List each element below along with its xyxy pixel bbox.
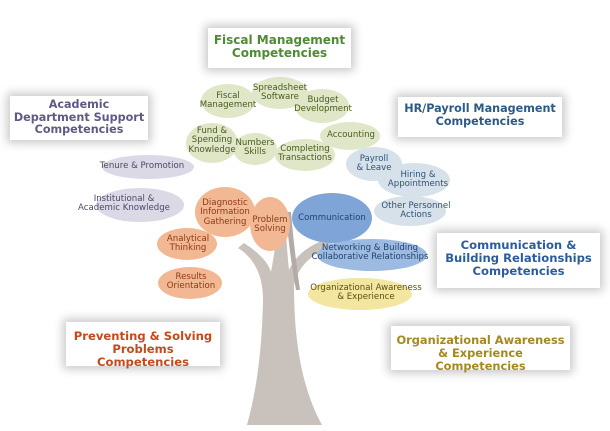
callout-fiscal: Fiscal Management Competencies bbox=[208, 28, 351, 68]
leaf-other-personnel bbox=[374, 196, 446, 226]
label-org-awareness-experience: Organizational Awareness & Experience bbox=[310, 283, 422, 303]
leaf-institutional bbox=[96, 188, 184, 222]
label-spreadsheet-software: Spreadsheet Software bbox=[252, 83, 308, 103]
callout-hr: HR/Payroll Management Competencies bbox=[398, 97, 562, 137]
label-analytical-thinking: Analytical Thinking bbox=[166, 234, 210, 254]
label-completing-transactions: Completing Transactions bbox=[278, 144, 332, 164]
callout-academic: Academic Department Support Competencies bbox=[10, 96, 148, 140]
leaf-problem-solving bbox=[250, 197, 290, 251]
label-hiring-appointments: Hiring & Appointments bbox=[387, 170, 449, 190]
callout-problem: Preventing & Solving Problems Competenci… bbox=[66, 322, 220, 369]
label-payroll-leave: Payroll & Leave bbox=[356, 154, 392, 174]
tree-trunk bbox=[238, 205, 333, 425]
leaf-tenure bbox=[102, 155, 194, 179]
problem-leaves bbox=[157, 187, 290, 299]
label-budget-development: Budget Development bbox=[294, 95, 352, 115]
label-fund-spending-knowledge: Fund & Spending Knowledge bbox=[188, 126, 236, 155]
leaf-fund-spending bbox=[186, 123, 238, 163]
label-diagnostic-information: Diagnostic Information Gathering bbox=[200, 198, 250, 227]
communication-leaves bbox=[292, 193, 427, 271]
callout-hr-title: HR/Payroll Management Competencies bbox=[404, 102, 556, 128]
label-fiscal-management: Fiscal Management bbox=[199, 91, 257, 111]
leaf-networking bbox=[317, 239, 427, 271]
hr-leaves bbox=[346, 147, 450, 226]
leaf-org-awareness bbox=[308, 278, 412, 310]
academic-leaves bbox=[96, 155, 194, 222]
leaf-accounting bbox=[320, 122, 380, 150]
tree-trunk-shade bbox=[286, 212, 300, 290]
label-institutional-knowledge: Institutional & Academic Knowledge bbox=[78, 194, 170, 214]
callout-problem-title: Preventing & Solving Problems Competenci… bbox=[73, 329, 213, 369]
label-networking-collaborative: Networking & Building Collaborative Rela… bbox=[311, 243, 429, 263]
leaf-completing bbox=[275, 139, 335, 171]
leaf-budget bbox=[295, 89, 349, 123]
leaf-fiscal-management bbox=[201, 84, 255, 118]
leaf-communication bbox=[292, 193, 372, 243]
callout-fiscal-title: Fiscal Management Competencies bbox=[213, 33, 346, 61]
label-numbers-skills: Numbers Skills bbox=[235, 138, 275, 158]
label-tenure-promotion: Tenure & Promotion bbox=[99, 161, 185, 171]
label-problem-solving: Problem Solving bbox=[252, 215, 288, 235]
label-other-personnel-actions: Other Personnel Actions bbox=[381, 201, 451, 221]
fiscal-leaves bbox=[186, 77, 380, 171]
callout-communication-title: Communication & Building Relationships C… bbox=[445, 238, 592, 278]
label-results-orientation: Results Orientation bbox=[166, 272, 216, 292]
label-accounting: Accounting bbox=[327, 130, 375, 140]
leaf-spreadsheet bbox=[252, 77, 308, 109]
leaf-numbers bbox=[233, 133, 277, 165]
leaf-hiring bbox=[378, 163, 450, 197]
leaf-diagnostic bbox=[195, 187, 255, 237]
callout-organizational-title: Organizational Awareness & Experience Co… bbox=[396, 333, 565, 373]
leaf-analytical bbox=[157, 228, 217, 260]
callout-communication: Communication & Building Relationships C… bbox=[437, 233, 600, 288]
callout-academic-title: Academic Department Support Competencies bbox=[13, 98, 145, 137]
callout-organizational: Organizational Awareness & Experience Co… bbox=[391, 326, 570, 373]
leaf-results bbox=[158, 267, 222, 299]
label-communication: Communication bbox=[298, 213, 366, 223]
